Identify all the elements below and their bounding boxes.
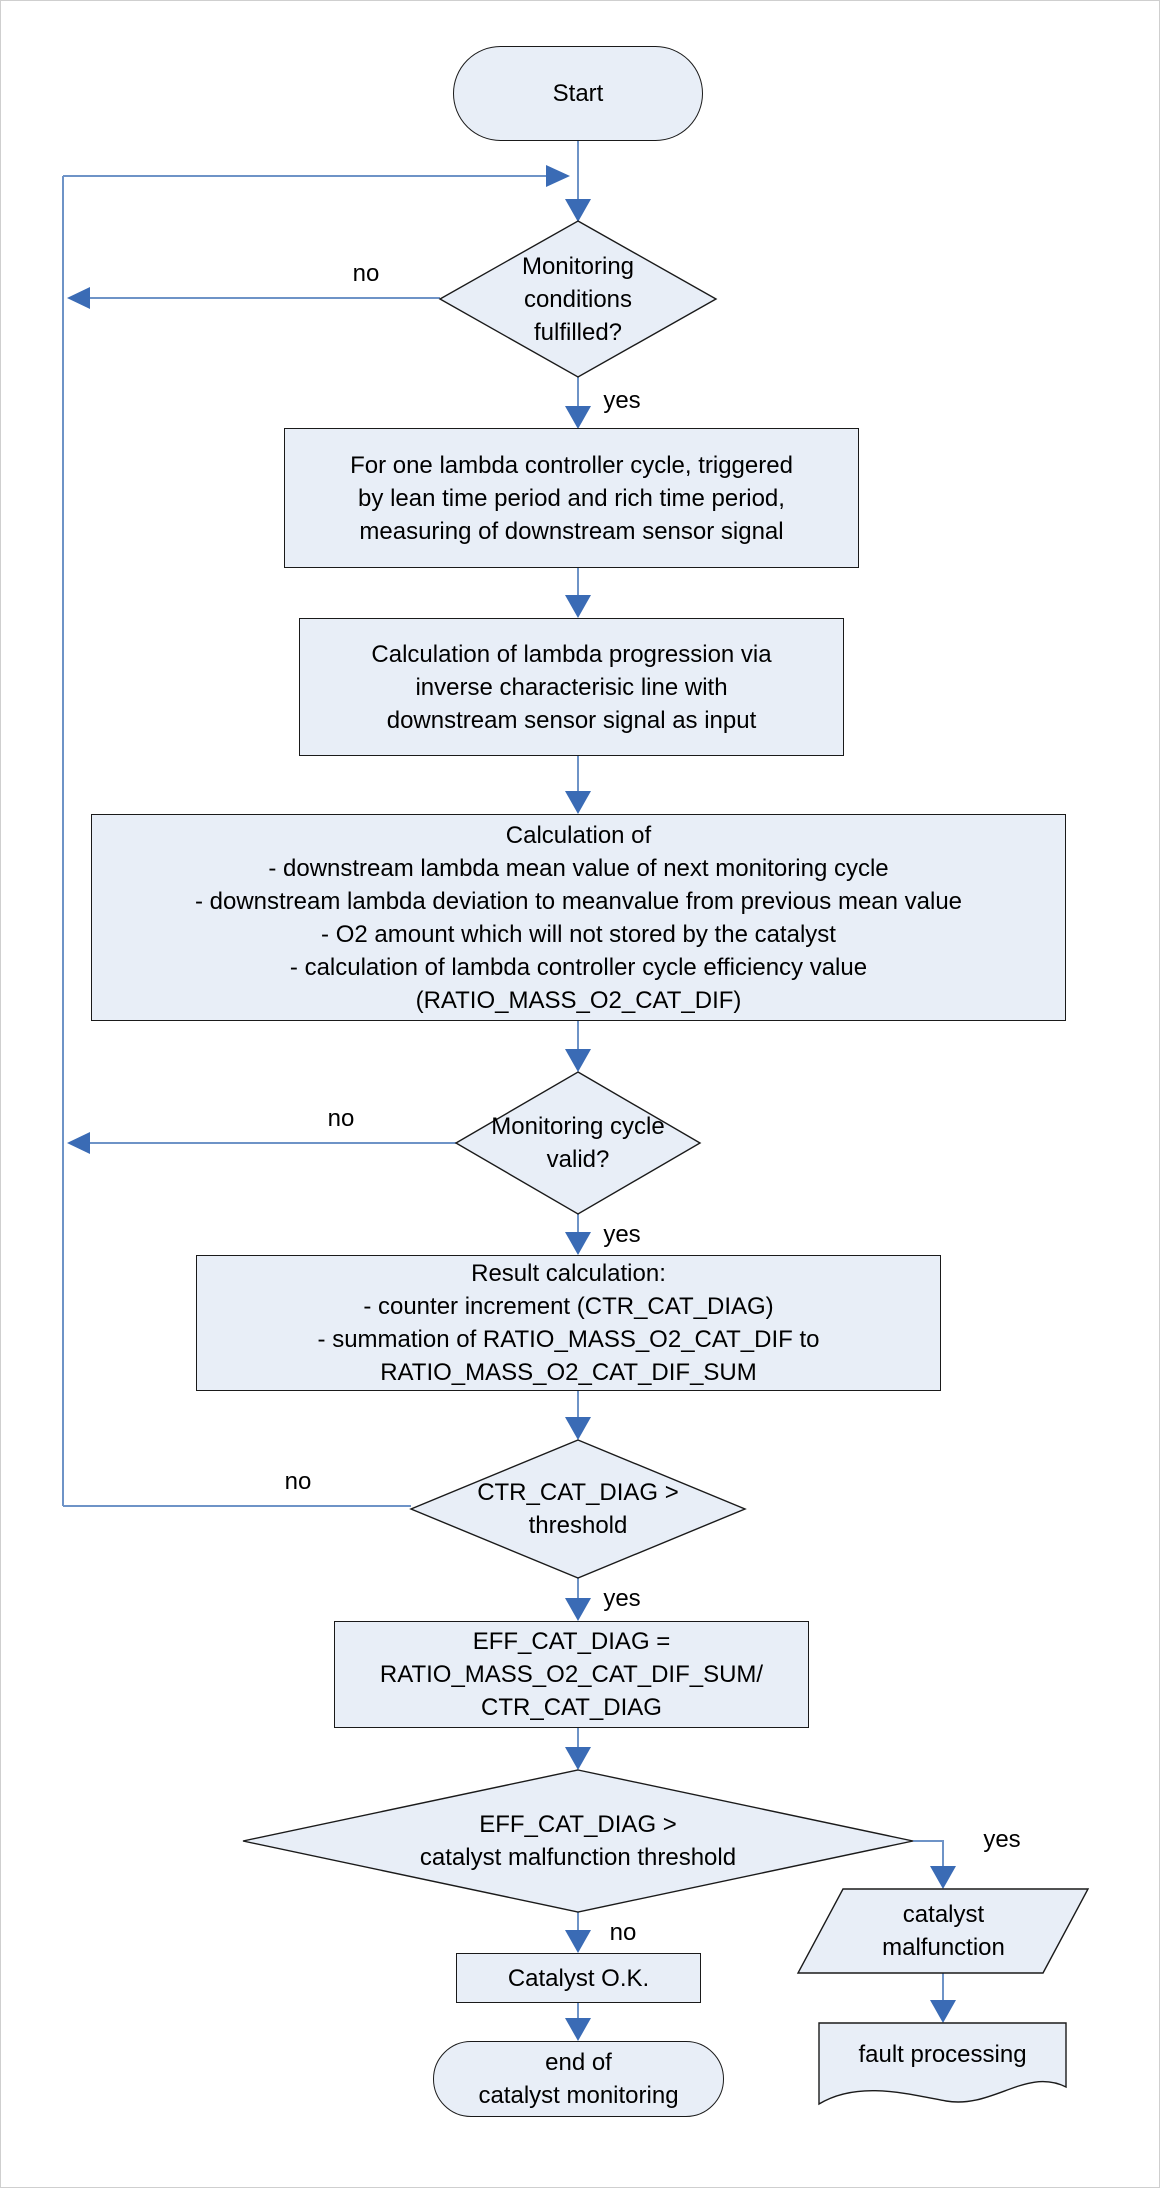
fault-processing-document-shape: [818, 2022, 1067, 2106]
arrowhead-into-box3: [565, 791, 591, 814]
arrowhead-into-cond2: [565, 1049, 591, 1072]
arrowhead-into-cond1: [565, 199, 591, 222]
label-no-cond3: no: [284, 1468, 312, 1495]
eff-threshold-decision-shape: [242, 1769, 914, 1913]
arrowhead-cond2-no: [67, 1132, 90, 1154]
edge-feedback-rail: [62, 175, 549, 1506]
ctr-threshold-decision-shape: [409, 1439, 747, 1579]
monitoring-conditions-decision: Monitoring conditions fulfilled?: [521, 252, 635, 346]
end-terminator: end of catalyst monitoring: [433, 2041, 724, 2117]
catalyst-malfunction-io: catalyst malfunction: [882, 1901, 1005, 1961]
label-yes-cond1: yes: [603, 387, 641, 414]
arrowhead-into-box1: [565, 406, 591, 429]
calculation-process: Calculation of - downstream lambda mean …: [91, 814, 1066, 1021]
arrowhead-into-malfunction: [930, 1866, 956, 1889]
arrowhead-into-box4: [565, 1232, 591, 1255]
label-no-cond1: no: [352, 260, 380, 287]
monitoring-cycle-valid-decision-shape: [454, 1071, 702, 1215]
arrowhead-into-cond4: [565, 1747, 591, 1770]
arrowhead-cond1-no: [67, 287, 90, 309]
ctr-threshold-decision: CTR_CAT_DIAG > threshold: [477, 1479, 679, 1539]
label-yes-cond4: yes: [983, 1826, 1021, 1853]
measure-downstream-process: For one lambda controller cycle, trigger…: [284, 428, 859, 568]
arrowhead-into-fault: [930, 2000, 956, 2023]
catalyst-malfunction-io-shape: [796, 1888, 1090, 1974]
arrowhead-into-ok: [565, 1930, 591, 1953]
label-no-cond4: no: [609, 1919, 637, 1946]
eff-cat-diag-process: EFF_CAT_DIAG = RATIO_MASS_O2_CAT_DIF_SUM…: [334, 1621, 809, 1728]
lambda-progression-process: Calculation of lambda progression via in…: [299, 618, 844, 756]
catalyst-ok-process: Catalyst O.K.: [456, 1953, 701, 2003]
label-yes-cond3: yes: [603, 1585, 641, 1612]
label-no-cond2: no: [327, 1105, 355, 1132]
start-terminator: Start: [453, 46, 703, 141]
arrowhead-into-box5: [565, 1598, 591, 1621]
monitoring-conditions-decision-shape: [438, 220, 718, 378]
arrowhead-into-cond3: [565, 1417, 591, 1440]
monitoring-cycle-valid-decision: Monitoring cycle valid?: [491, 1113, 665, 1173]
fault-processing-document: fault processing: [858, 2040, 1027, 2068]
edge-cond4-yes: [913, 1840, 944, 1867]
arrowhead-into-box2: [565, 595, 591, 618]
result-calculation-process: Result calculation: - counter increment …: [196, 1255, 941, 1391]
arrowhead-feedback-into-main: [546, 165, 570, 187]
eff-threshold-decision: EFF_CAT_DIAG > catalyst malfunction thre…: [419, 1811, 737, 1871]
arrowhead-into-end: [565, 2018, 591, 2041]
label-yes-cond2: yes: [603, 1221, 641, 1248]
